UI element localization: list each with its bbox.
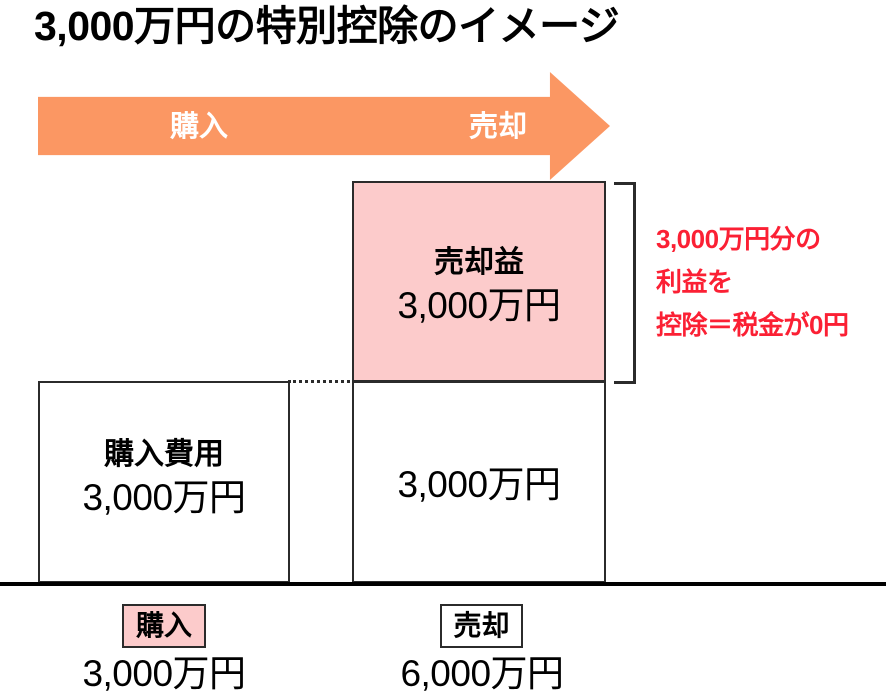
deduction-annotation: 3,000万円分の 利益を 控除＝税金が0円 [656,218,886,347]
profit-range-bracket [614,182,636,384]
page-title: 3,000万円の特別控除のイメージ [34,3,620,49]
bar-purchase-labels: 購入費用 3,000万円 [38,435,290,521]
bar-purchase-segment-label: 購入費用 [104,438,224,471]
bar-sale-base-value: 3,000万円 [397,464,561,505]
timeline-arrow: 購入 売却 [38,72,610,180]
bar-sale-profit-labels: 売却益 3,000万円 [352,243,606,329]
annotation-line-3: 控除＝税金が0円 [656,310,849,340]
bar-sale-profit-value: 3,000万円 [397,285,561,326]
bar-sale-profit-segment [352,181,606,382]
bar-purchase-segment-value: 3,000万円 [82,477,246,518]
axis-tag-purchase: 購入 [122,604,206,648]
axis-amount-sale: 6,000万円 [400,653,564,694]
chart-baseline [0,582,886,586]
dotted-connector-line [288,380,356,383]
bar-purchase [38,381,290,583]
annotation-line-1: 3,000万円分の [656,224,821,254]
arrow-label-sale: 売却 [468,111,527,143]
bar-sale-profit-label: 売却益 [434,246,524,279]
arrow-label-purchase: 購入 [169,111,228,143]
axis-amount-purchase: 3,000万円 [82,653,246,694]
annotation-line-2: 利益を [656,267,733,297]
axis-tag-sale: 売却 [440,604,523,648]
